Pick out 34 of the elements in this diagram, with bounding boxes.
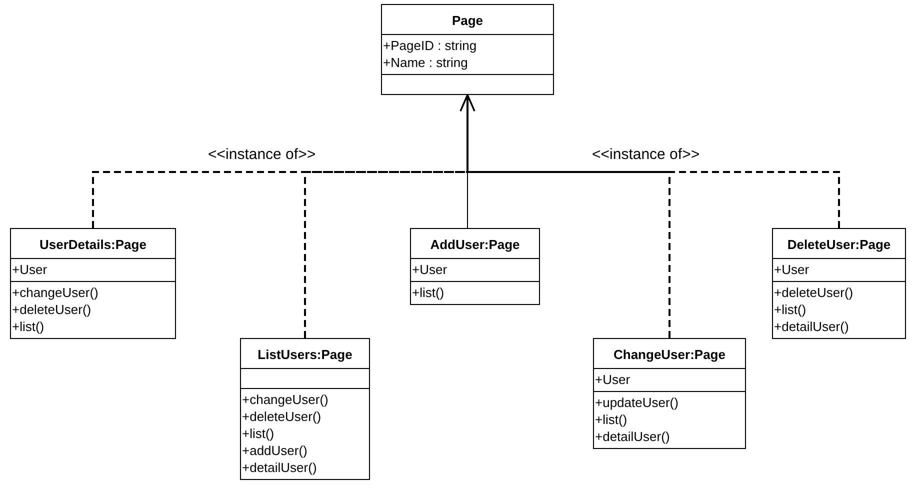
method-text: +changeUser()	[12, 284, 98, 301]
class-name: UserDetails:Page	[38, 236, 148, 254]
attribute-text: +User	[412, 261, 448, 278]
class-box	[410, 228, 540, 305]
class-name: Page	[450, 12, 484, 30]
attribute-text: +PageID : string	[383, 37, 477, 54]
method-text: +deleteUser()	[774, 284, 854, 301]
dashed-arrow	[460, 94, 840, 228]
method-text: +list()	[595, 411, 628, 428]
class-box	[240, 338, 370, 480]
method-text: +addUser()	[242, 442, 308, 459]
attribute-text: +User	[595, 371, 630, 388]
method-text: +list()	[12, 318, 44, 335]
class-name: ListUsers:Page	[256, 346, 354, 364]
attribute-text: +User	[774, 261, 810, 278]
method-text: +updateUser()	[595, 394, 678, 411]
method-text: +list()	[242, 425, 274, 442]
method-text: +detailUser()	[595, 428, 670, 445]
method-text: +detailUser()	[774, 318, 849, 335]
method-text: +list()	[774, 301, 806, 318]
attribute-text: +Name : string	[383, 54, 468, 71]
class-box	[381, 4, 554, 95]
method-text: +list()	[412, 284, 444, 301]
class-box	[10, 228, 176, 339]
class-name: AddUser:Page	[429, 236, 521, 254]
method-text: +detailUser()	[242, 459, 317, 476]
attribute-text: +User	[12, 261, 48, 278]
method-text: +deleteUser()	[242, 408, 322, 425]
class-name: ChangeUser:Page	[612, 346, 726, 364]
class-name: DeleteUser:Page	[786, 236, 892, 254]
class-box	[593, 338, 746, 449]
class-box	[772, 228, 906, 339]
method-text: +changeUser()	[242, 391, 328, 408]
method-text: +deleteUser()	[12, 301, 92, 318]
